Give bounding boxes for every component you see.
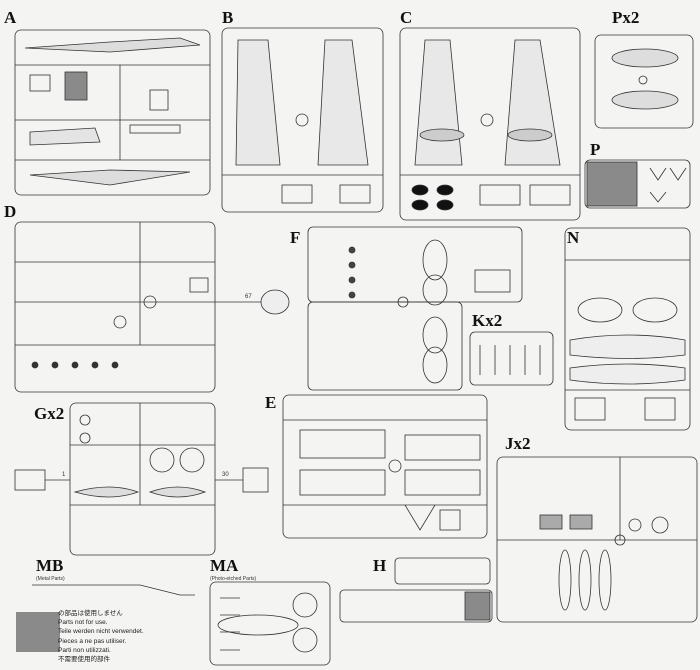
mb-leader-line (32, 584, 195, 596)
sprue-label-n: N (567, 228, 580, 247)
sprue-label-f: F (290, 228, 301, 247)
sprue-jx2-frame (496, 456, 698, 623)
legend-line-zh: 不需要使用的部件 (58, 656, 110, 664)
sprue-p-frame (584, 159, 691, 209)
sprue-d-frame (14, 221, 290, 393)
sprue-h-frame (339, 557, 493, 623)
sprue-sublabel-mb: (Metal Parts) (36, 576, 65, 582)
not-for-use-swatch (16, 612, 60, 652)
not-for-use-legend: の部品は使用しません Parts not for use. Teile werd… (58, 609, 144, 664)
sprue-label-a: A (4, 8, 17, 27)
legend-line-en: Parts not for use. (58, 619, 108, 627)
sprue-b-frame (221, 27, 384, 213)
sprue-label-b: B (222, 8, 234, 27)
sprue-label-d: D (4, 202, 17, 221)
sprue-a-frame (14, 29, 211, 196)
sprue-gx2-frame (14, 402, 269, 556)
sprue-label-px2: Px2 (612, 8, 640, 27)
sprue-label-jx2: Jx2 (505, 434, 531, 453)
legend-line-it: Parti non utilizzati. (58, 646, 111, 654)
sprue-px2-frame (594, 34, 694, 129)
part-number-1: 1 (62, 472, 66, 478)
sprue-kx2-frame (469, 331, 554, 386)
sprue-label-kx2: Kx2 (472, 311, 503, 330)
sprue-c-frame (399, 27, 581, 221)
legend-line-fr: Pieces a ne pas utiliser. (58, 637, 127, 645)
sprue-label-mb: MB (36, 556, 64, 575)
sprue-label-e: E (265, 393, 277, 412)
sprue-e-frame (282, 394, 488, 539)
part-number-67: 67 (245, 294, 252, 300)
sprue-label-c: C (400, 8, 413, 27)
sprue-n-frame (564, 227, 691, 431)
legend-line-ja: の部品は使用しません (58, 610, 123, 617)
sprue-ma-frame (209, 581, 331, 666)
sprue-label-h: H (373, 556, 387, 575)
part-number-30: 30 (222, 472, 229, 478)
sprue-label-p: P (590, 140, 601, 159)
legend-line-de: Teile werden nicht verwendet. (58, 628, 144, 636)
sprue-label-ma: MA (210, 556, 239, 575)
sprue-f-frame (307, 226, 523, 391)
sprue-sublabel-ma: (Photo-etched Parts) (210, 576, 257, 582)
sprue-label-gx2: Gx2 (34, 404, 65, 423)
